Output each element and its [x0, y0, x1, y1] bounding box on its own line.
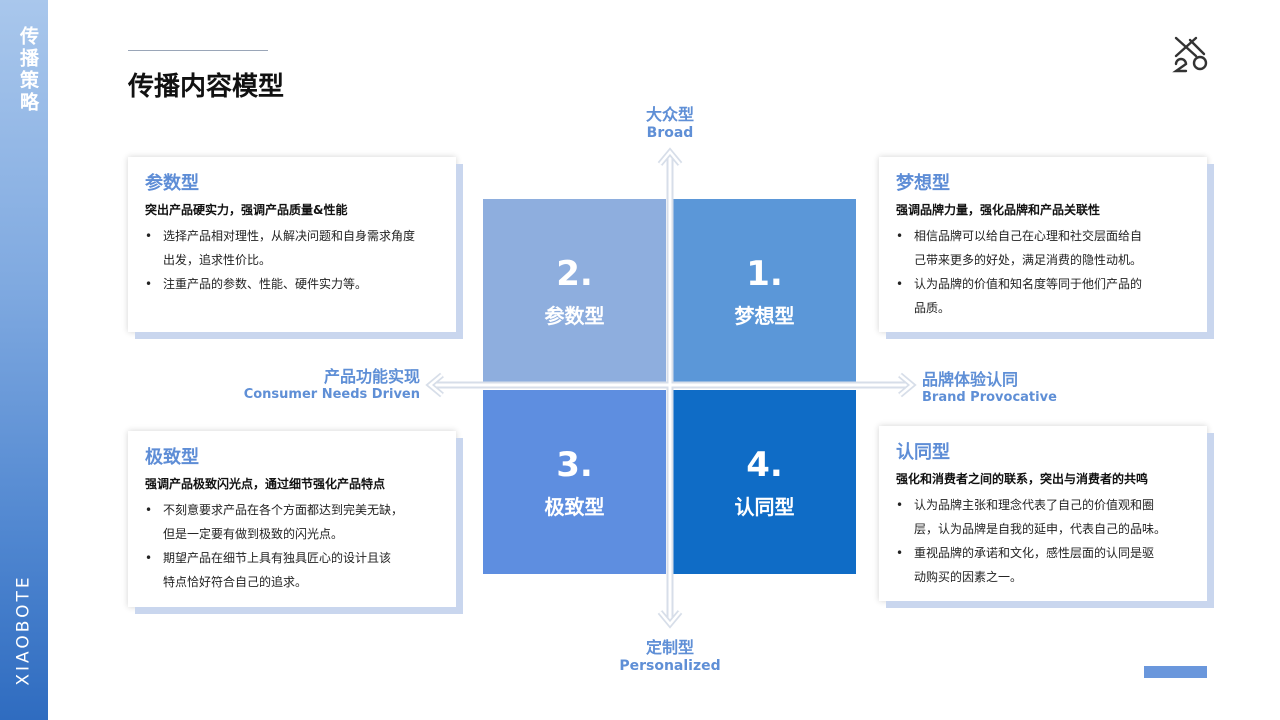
list-item-continued: 出发，追求性价比。 — [163, 253, 272, 267]
list-item: 重视品牌的承诺和文化，感性层面的认同是驱 — [896, 541, 1191, 565]
quadrant-number: 2. — [556, 253, 593, 294]
list-item-continued: 但是一定要有做到极致的闪光点。 — [163, 527, 344, 541]
quadrant-number: 3. — [556, 444, 593, 485]
card-dream: 梦想型 强调品牌力量，强化品牌和产品关联性 相信品牌可以给自己在心理和社交层面给… — [879, 157, 1207, 332]
quadrant-number: 1. — [746, 253, 783, 294]
list-item-continued: 特点恰好符合自己的追求。 — [163, 575, 308, 589]
card-title: 参数型 — [145, 173, 199, 194]
axis-label-right: 品牌体验认同 Brand Provocative — [922, 366, 1122, 405]
side-brand-text: XIAOBOTE — [14, 574, 34, 686]
card-title: 梦想型 — [896, 173, 950, 194]
page-title: 传播内容模型 — [128, 72, 285, 102]
axis-right-en: Brand Provocative — [922, 390, 1057, 405]
list-item: 相信品牌可以给自己在心理和社交层面给自 — [896, 224, 1191, 248]
list-item: 认为品牌的价值和知名度等同于他们产品的 — [896, 272, 1191, 296]
brand-logo-icon — [1172, 36, 1208, 73]
list-item-continued: 己带来更多的好处，满足消费的隐性动机。 — [914, 253, 1143, 267]
card-lead: 强调产品极致闪光点，通过细节强化产品特点 — [145, 477, 386, 491]
page-marker — [1144, 666, 1207, 678]
quadrant-name: 极致型 — [544, 494, 605, 519]
list-item: 注重产品的参数、性能、硬件实力等。 — [145, 272, 440, 296]
axis-left-en: Consumer Needs Driven — [243, 387, 420, 402]
quadrant-extreme: 3. 极致型 — [483, 390, 666, 574]
axis-bottom-en: Personalized — [619, 658, 721, 674]
quadrant-name: 认同型 — [734, 494, 795, 519]
axis-label-top: 大众型 Broad — [620, 101, 720, 141]
card-lead: 强化和消费者之间的联系，突出与消费者的共鸣 — [896, 472, 1149, 486]
arrow-up-icon — [657, 147, 683, 166]
card-lead: 强调品牌力量，强化品牌和产品关联性 — [896, 203, 1101, 217]
card-identity: 认同型 强化和消费者之间的联系，突出与消费者的共鸣 认为品牌主张和理念代表了自己… — [879, 426, 1207, 601]
list-item: 期望产品在细节上具有独具匠心的设计且该 — [145, 546, 440, 570]
list-item-continued: 层，认为品牌是自我的延申，代表自己的品味。 — [914, 522, 1167, 536]
axis-right-cn: 品牌体验认同 — [922, 370, 1019, 389]
arrow-left-icon — [425, 372, 444, 398]
side-title: 传播策略 — [17, 26, 39, 114]
quadrant-name: 梦想型 — [734, 303, 795, 328]
side-brand-logo: XIAOBOTE — [0, 560, 48, 700]
axis-left-cn: 产品功能实现 — [323, 367, 420, 386]
card-list: 不刻意要求产品在各个方面都达到完美无缺， 但是一定要有做到极致的闪光点。 期望产… — [145, 498, 440, 594]
quadrant-name: 参数型 — [544, 303, 605, 328]
axis-label-left: 产品功能实现 Consumer Needs Driven — [240, 363, 420, 402]
quadrant-identity: 4. 认同型 — [673, 390, 856, 574]
arrow-right-icon — [898, 372, 917, 398]
list-item: 选择产品相对理性，从解决问题和自身需求角度 — [145, 224, 440, 248]
list-item-continued: 动购买的因素之一。 — [914, 570, 1023, 584]
card-parameter: 参数型 突出产品硬实力，强调产品质量&性能 选择产品相对理性，从解决问题和自身需… — [128, 157, 456, 332]
card-extreme: 极致型 强调产品极致闪光点，通过细节强化产品特点 不刻意要求产品在各个方面都达到… — [128, 431, 456, 607]
quadrant-dream: 1. 梦想型 — [673, 199, 856, 383]
axis-bottom-cn: 定制型 — [645, 638, 694, 657]
axis-label-bottom: 定制型 Personalized — [600, 634, 740, 674]
quadrant-parameter: 2. 参数型 — [483, 199, 666, 383]
quadrant-number: 4. — [746, 444, 783, 485]
card-title: 极致型 — [145, 447, 199, 468]
side-band: 传播策略 XIAOBOTE — [0, 0, 48, 720]
list-item: 认为品牌主张和理念代表了自己的价值观和圈 — [896, 493, 1191, 517]
card-title: 认同型 — [896, 442, 950, 463]
list-item: 不刻意要求产品在各个方面都达到完美无缺， — [145, 498, 440, 522]
axis-top-en: Broad — [646, 125, 694, 141]
arrow-down-icon — [657, 610, 683, 629]
list-item-continued: 品质。 — [914, 301, 951, 315]
card-lead: 突出产品硬实力，强调产品质量&性能 — [145, 203, 348, 217]
axis-top-cn: 大众型 — [645, 105, 694, 124]
card-list: 认为品牌主张和理念代表了自己的价值观和圈 层，认为品牌是自我的延申，代表自己的品… — [896, 493, 1191, 589]
title-rule — [128, 50, 268, 51]
card-list: 选择产品相对理性，从解决问题和自身需求角度 出发，追求性价比。 注重产品的参数、… — [145, 224, 440, 296]
card-list: 相信品牌可以给自己在心理和社交层面给自 己带来更多的好处，满足消费的隐性动机。 … — [896, 224, 1191, 320]
